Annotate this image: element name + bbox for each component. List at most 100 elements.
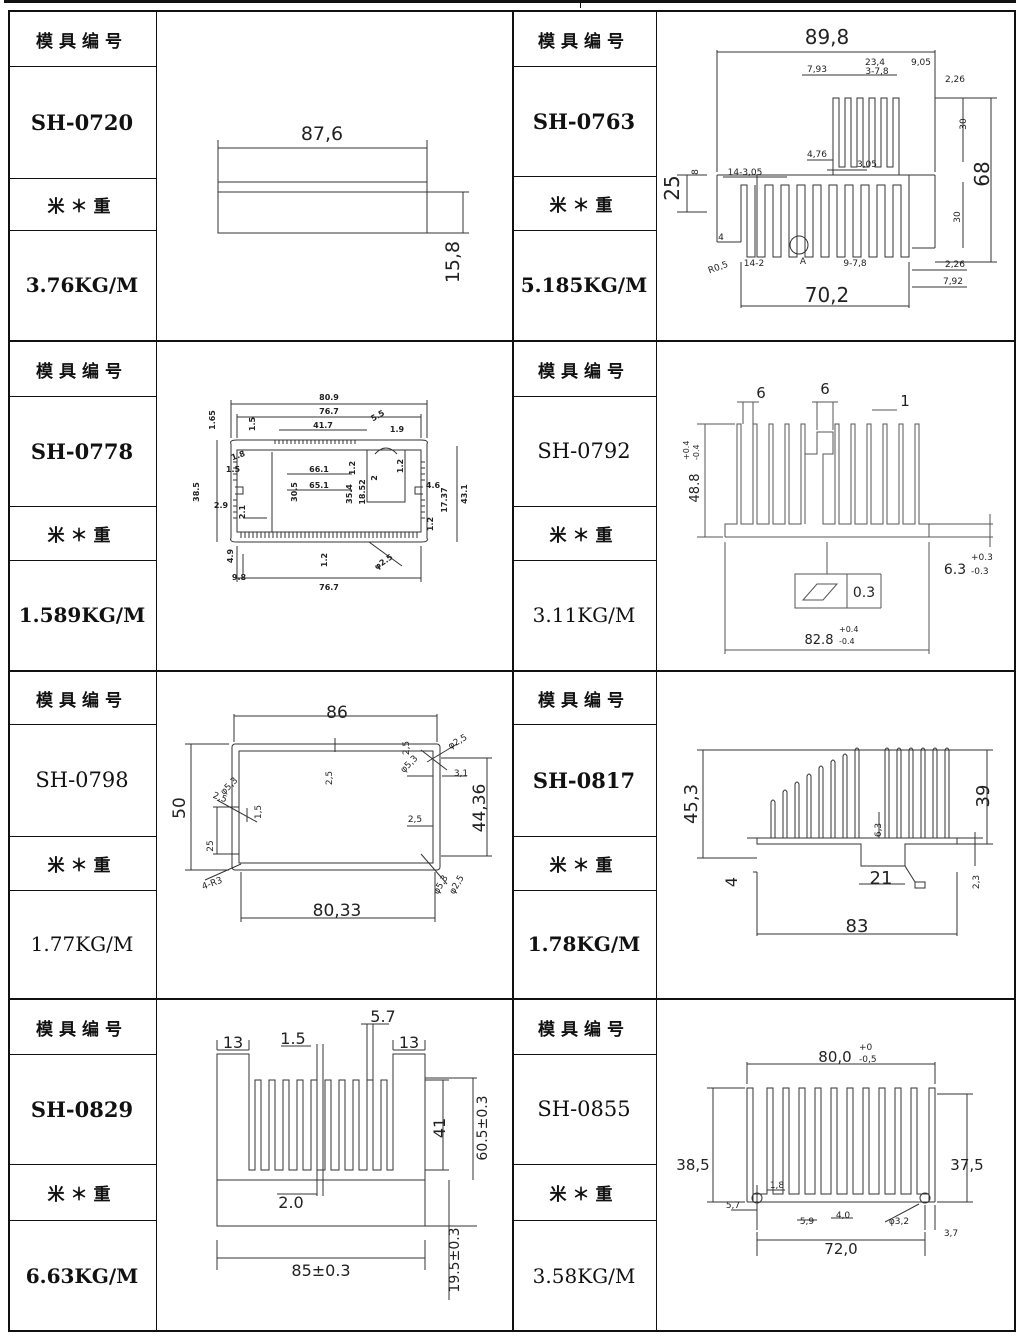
profile-drawing-sh-0855: 80,0 +0 -0,5 38,5 37,5 1,8 5,7 5,9 4,0 φ… [676,1043,983,1258]
dim-width: 83 [846,916,869,937]
dim-height-tol-upper: +0.4 [682,441,691,460]
dim-total-height: 68 [970,161,994,186]
row-divider [8,670,1016,672]
dim-width: 85±0.3 [291,1261,350,1280]
dim-fin-height: 39 [973,785,994,808]
dim-note: 2.9 [214,501,229,510]
profile-drawing-sh-0763: 89,8 70,2 25 68 30 30 7,93 23,4 3-7,8 9,… [660,25,997,308]
top-mark [580,0,581,8]
mold-code: SH-0778 [30,438,134,464]
dim-note: 66.1 [309,465,329,474]
dim-fin-height: 60.5±0.3 [475,1095,491,1160]
dim-total-height: 45,3 [681,784,702,824]
dim-note: φ2.5 [373,552,395,571]
mold-no-label: 模具编号 [538,1019,630,1040]
dim-base-thickness: 6.3 [944,562,966,578]
dim-note: 4,0 [836,1211,851,1221]
dim-note: 18.52 [358,479,367,504]
cell-divider [512,890,656,891]
cell-divider [512,724,656,725]
cell-divider [512,560,656,561]
cell-divider [8,1220,156,1221]
dim-note: φ3,2 [889,1217,909,1227]
dim-base: 4 [722,877,741,887]
dim-height-group: 48.8 +0.4 -0.4 [682,441,703,503]
flatness-tolerance: 0.3 [853,585,875,601]
dim-base: 19.5±0.3 [447,1227,463,1292]
dim-outer-width: 86 [326,703,348,723]
cell-divider [8,724,156,725]
weight-label: 米＊重 [47,196,117,217]
dim-overall-width: 89,8 [805,25,850,49]
cell-divider [512,176,656,177]
dim-note: 7,92 [943,277,963,287]
dim-note: 38.5 [192,482,201,502]
dim-note: 1.8 [230,449,247,462]
dim-note: 2,5 [402,741,412,755]
mold-no-label: 模具编号 [36,31,128,52]
dim-right-height: 37,5 [950,1156,983,1174]
cell-divider [8,230,156,231]
dim-width: 82.8 [805,633,834,648]
dim-note: φ5,3 [399,754,420,775]
dim-note: 3,1 [454,769,468,779]
dim-note: 1.65 [208,410,217,430]
dim-note: 9.8 [232,573,247,582]
weight-value: 1.589KG/M [18,603,146,627]
dim-note: 3,05 [857,160,877,170]
cell-divider [512,1054,656,1055]
dim-note: 2,3 [972,875,982,889]
dim-note: 2,5 [408,815,422,825]
cell-divider [512,506,656,507]
dim-note: 25 [206,840,216,851]
cell-divider [8,396,156,397]
dim-note: 4-R3 [201,876,224,893]
dim-note: 41.7 [313,421,333,430]
mold-no-label: 模具编号 [538,31,630,52]
dim-note: 5,7 [726,1201,740,1211]
profile-drawing-sh-0720: 87,6 15,8 [217,123,469,283]
dim-note: 2,5 [325,771,335,785]
mold-no-label: 模具编号 [36,361,128,382]
dim-left-height: 38,5 [676,1156,709,1174]
dim-note: 9-7,8 [843,259,867,269]
dim-note: 65.1 [309,481,329,490]
dim-note: 1,8 [770,1181,785,1191]
dim-note: 8 [691,169,701,175]
dim-note: 14-3,05 [728,168,763,178]
dim-note: 9,05 [911,58,931,68]
dim-fin-depth: 41 [430,1118,449,1138]
mold-no-label: 模具编号 [36,1019,128,1040]
dim-width-tol-upper: +0 [859,1043,873,1053]
dim-note: 3-7,8 [865,67,889,77]
weight-value: 6.63KG/M [25,1264,139,1288]
row-divider [8,340,1016,342]
weight-label: 米＊重 [549,1184,619,1205]
dim-note: 4.9 [226,548,235,563]
profile-drawing-sh-0817: 45,3 39 6,3 4 21 2,3 83 [681,747,994,937]
dim-note: 1,5 [254,805,264,819]
dim-lower-fin: 30 [953,211,963,223]
dim-hole-pitch: 72,0 [824,1240,857,1258]
cell-divider [512,836,656,837]
cell-divider [8,836,156,837]
mold-code: SH-0792 [537,439,631,463]
row-divider [8,998,1016,1000]
dim-upper-fin: 30 [959,118,969,130]
dim-note: 17.37 [440,487,449,512]
dim-fin-thickness: 1 [900,392,910,410]
weight-value: 5.185KG/M [520,273,648,297]
dim-note: 23,4 [865,58,885,68]
weight-label: 米＊重 [549,525,619,546]
dim-note: 4,76 [807,150,827,160]
dim-note: 3,7 [944,1229,958,1239]
cell-divider [8,1164,156,1165]
mold-no-label: 模具编号 [538,361,630,382]
weight-value: 3.76KG/M [25,273,139,297]
cell-divider [512,1164,656,1165]
dim-width-tol-upper: +0.4 [839,625,858,634]
profile-drawing-sh-0778: 80.9 76.7 41.7 5.5 1.65 1.5 1.8 1.9 1.5 … [192,393,469,592]
dim-center-gap: 6 [820,380,830,398]
dim-notch-width: 21 [870,868,893,889]
cell-divider [512,66,656,67]
